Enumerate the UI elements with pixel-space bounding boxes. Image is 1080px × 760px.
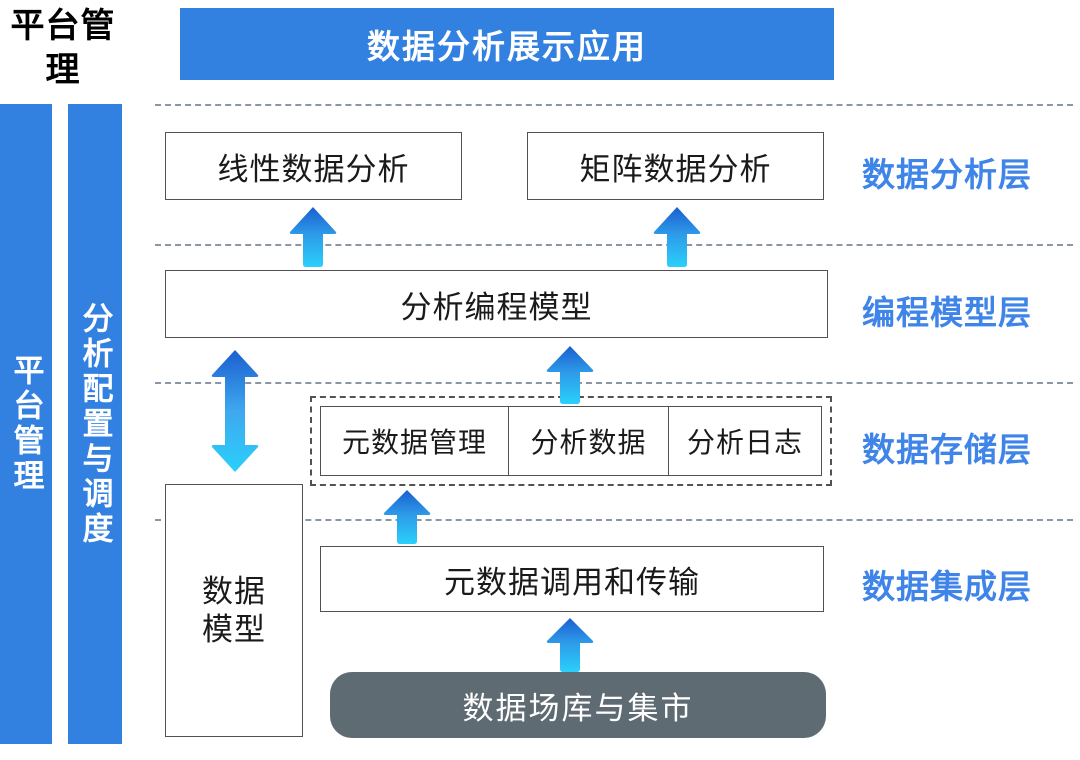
box-data-model-line2: 模型 xyxy=(202,611,266,647)
box-linear-data-analysis[interactable]: 线性数据分析 xyxy=(165,132,462,200)
layer-label-storage: 数据存储层 xyxy=(862,431,1032,468)
sidebar-analysis-config-scheduling-label: 分析配置与调度 xyxy=(77,301,113,547)
arrow-bidirectional-data-model-icon xyxy=(209,348,261,474)
layer-label-analysis: 数据分析层 xyxy=(862,156,1032,193)
box-analysis-programming-model[interactable]: 分析编程模型 xyxy=(165,270,828,338)
layer-separator-3 xyxy=(155,382,1073,384)
box-analysis-log[interactable]: 分析日志 xyxy=(686,427,803,458)
arrow-up-to-matrix-analysis-icon xyxy=(652,206,702,268)
box-metadata-management[interactable]: 元数据管理 xyxy=(321,407,509,475)
layer-label-programming: 编程模型层 xyxy=(862,294,1032,331)
arrow-up-to-transfer-icon xyxy=(545,617,595,673)
box-data-model-line1: 数据 xyxy=(202,573,266,609)
sidebar-platform-management-label: 平台管理 xyxy=(8,354,44,494)
box-metadata-call-transfer[interactable]: 元数据调用和传输 xyxy=(320,546,824,612)
arrow-up-to-linear-analysis-icon xyxy=(288,206,338,268)
sidebar-platform-management[interactable]: 平台管理 xyxy=(0,104,52,744)
sidebar-analysis-config-scheduling[interactable]: 分析配置与调度 xyxy=(68,104,122,744)
box-matrix-data-analysis[interactable]: 矩阵数据分析 xyxy=(527,132,824,200)
box-data-warehouse-mart[interactable]: 数据场库与集市 xyxy=(330,672,826,738)
box-analysis-data[interactable]: 分析数据 xyxy=(509,407,669,475)
page-title: 平台管理 xyxy=(10,7,116,89)
arrow-up-to-storage-icon xyxy=(382,489,432,545)
layer-separator-4 xyxy=(155,519,1073,521)
box-data-model[interactable]: 数据 模型 xyxy=(165,484,303,737)
arrow-up-to-programming-model-icon xyxy=(545,345,595,405)
layer-separator-1 xyxy=(155,104,1073,106)
application-banner[interactable]: 数据分析展示应用 xyxy=(180,8,834,80)
storage-layer-row: 元数据管理 分析数据 分析日志 xyxy=(320,406,822,476)
layer-separator-2 xyxy=(155,244,1073,246)
layer-label-integration: 数据集成层 xyxy=(862,568,1032,605)
